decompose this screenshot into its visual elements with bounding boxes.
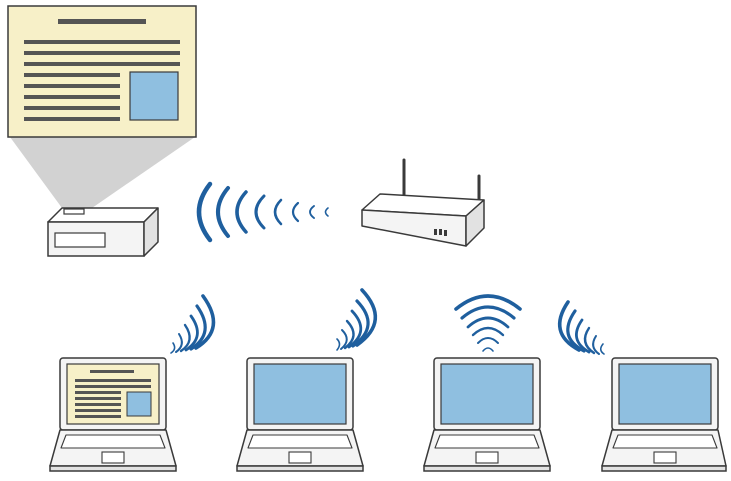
router-front [361,209,467,247]
wifi-arc [194,294,216,350]
projected-text-line [24,95,120,99]
laptop-screen [253,363,347,425]
projected-text-line [24,106,120,110]
wifi-arc [347,309,363,349]
projector-side [143,207,159,257]
laptop-keyboard [247,434,353,449]
wifi-signal-icon [170,294,216,354]
wireless-router-icon [361,158,485,247]
wifi-arc [558,300,581,352]
screen-text-line [75,403,121,406]
wifi-arc [175,333,183,353]
laptop-keyboard [612,434,718,449]
laptop-keyboard [60,434,166,449]
projected-text-line [24,117,120,121]
wifi-arc [460,305,516,320]
projected-picture [129,71,179,121]
wifi-arc [482,347,494,352]
screen-text-line [75,415,121,418]
projection-beam [10,137,195,208]
wifi-arc [324,207,329,217]
wifi-arc [273,198,283,226]
laptop-icon [236,357,364,472]
wifi-arc [592,335,600,355]
wifi-arc [355,288,378,347]
laptop-icon [49,357,177,472]
wifi-arc [179,323,191,353]
wifi-arc [235,190,248,234]
laptop-base [601,465,727,472]
wifi-arc [477,337,499,344]
projected-text-line [24,84,120,88]
wifi-arc [599,343,605,355]
wifi-arc [471,326,505,337]
wifi-signal-icon [336,288,378,351]
wifi-signal-icon [196,181,329,243]
screen-text-line [75,397,121,400]
wifi-arc [196,181,213,243]
screen-text-line [75,391,121,394]
router-led [434,229,437,235]
projected-text-line [24,62,180,66]
wifi-signal-icon [558,300,605,355]
wifi-arc [336,338,341,351]
router-side [465,199,485,247]
wifi-arc [340,329,348,350]
projected-text-line [24,40,180,44]
laptop-keyboard [434,434,540,449]
laptop-screen [440,363,534,425]
screen-text-line [75,385,151,388]
laptop-base [49,465,177,472]
wifi-arc [583,326,596,355]
wifi-arc [170,342,176,354]
wifi-arc [454,294,522,311]
wifi-arc [343,319,355,350]
wifi-arc [189,304,207,351]
laptop-base [236,465,364,472]
laptop-base [423,465,551,472]
wifi-signal-icon [454,294,522,352]
projected-title-line [58,19,146,24]
wifi-arc [309,205,315,219]
laptop-touchpad [475,451,499,464]
wifi-arc [291,201,300,223]
projector-icon [47,207,159,257]
laptop-touchpad [653,451,677,464]
screen-text-line [75,379,151,382]
projector-lens [63,208,85,215]
projected-text-line [24,73,120,77]
laptop-touchpad [101,451,125,464]
laptop-icon [423,357,551,472]
wifi-arc [351,299,370,348]
wifi-arc [184,314,199,352]
screen-text-line [75,409,121,412]
wifi-arc [216,186,230,238]
laptop-touchpad [288,451,312,464]
wifi-arc [254,194,266,230]
laptop-screen [618,363,712,425]
laptop-icon [601,357,727,472]
projected-text-line [24,51,180,55]
screen-title-line [90,370,134,373]
projected-image [7,5,197,138]
screen-picture [126,391,152,417]
projector-panel [54,232,106,248]
router-led [439,229,442,235]
router-led [444,230,447,236]
wifi-arc [575,318,591,354]
wifi-arc [466,316,510,329]
